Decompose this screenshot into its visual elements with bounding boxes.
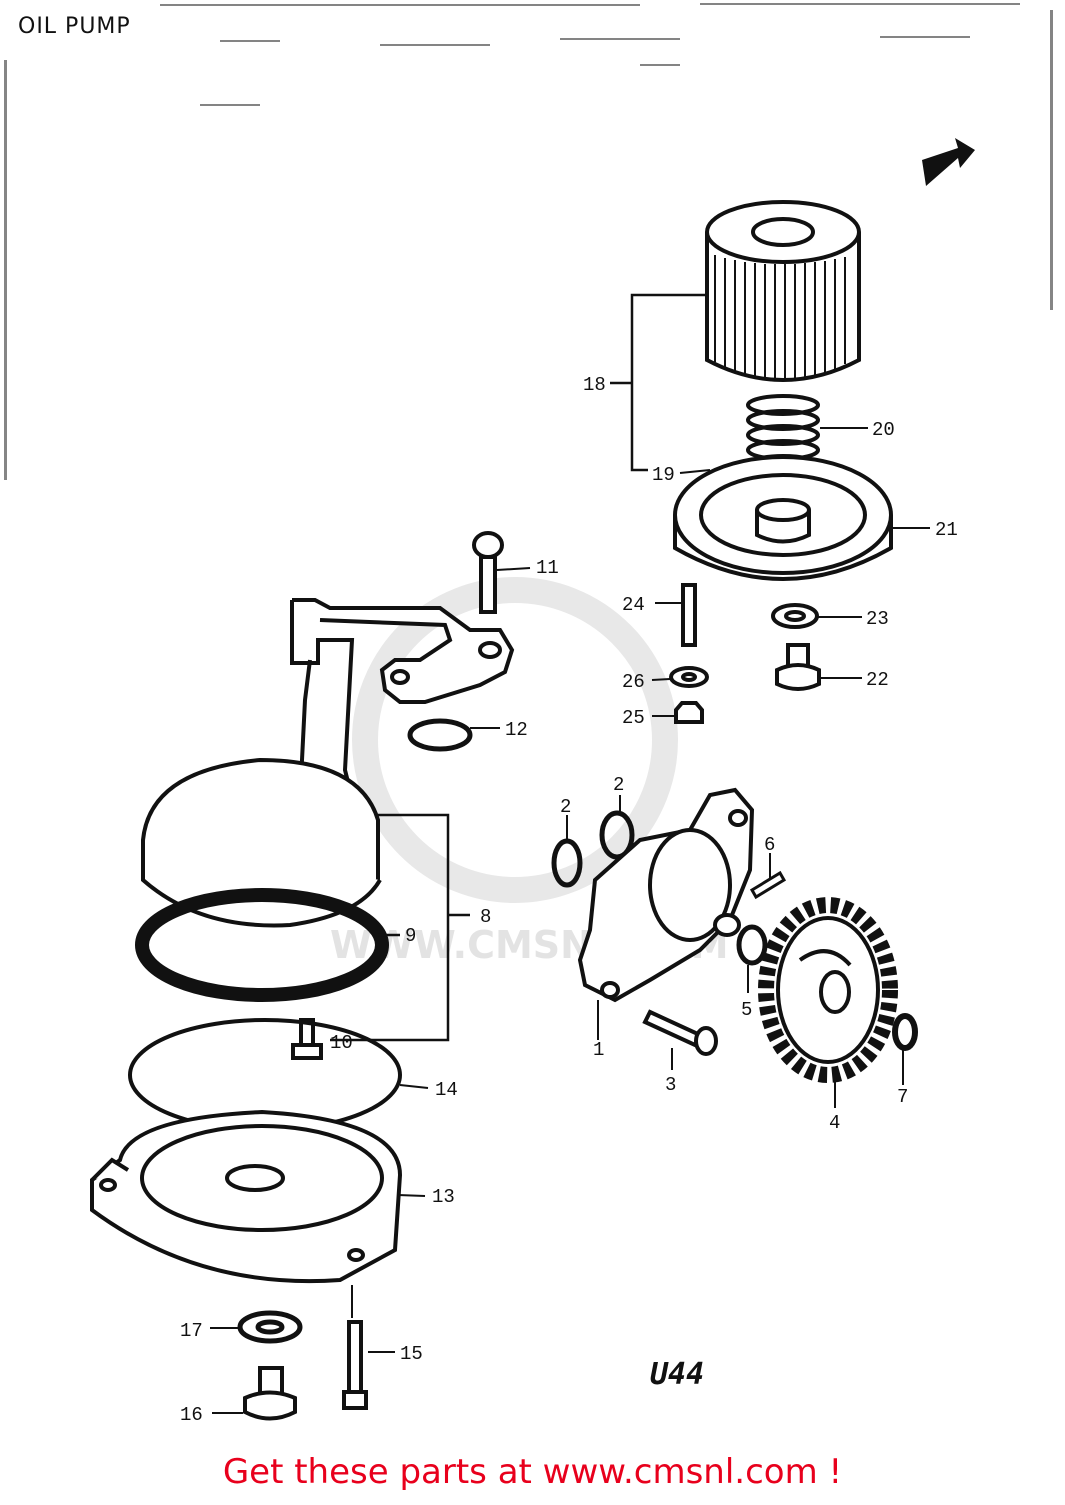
callout-12: 12 <box>505 719 528 741</box>
callout-11: 11 <box>536 557 559 579</box>
washer-5 <box>736 924 768 966</box>
screw-3 <box>642 1009 718 1056</box>
pin-6 <box>749 870 787 900</box>
screw-10 <box>291 1018 323 1060</box>
bolt-11 <box>472 531 504 614</box>
callout-26: 26 <box>622 671 645 693</box>
gasket-9 <box>135 888 389 1002</box>
page-title: OIL PUMP <box>18 14 131 39</box>
callout-4: 4 <box>829 1112 840 1134</box>
leader-lines <box>210 427 930 1414</box>
callout-1: 1 <box>593 1039 604 1061</box>
callout-23: 23 <box>866 608 889 630</box>
oil-pipe <box>290 598 515 803</box>
bolt-15 <box>342 1320 368 1410</box>
callout-9: 9 <box>405 925 416 947</box>
callout-14: 14 <box>435 1079 458 1101</box>
callout-labels: 1 2 2 3 4 5 6 7 8 9 10 11 12 13 14 15 16… <box>180 374 958 1426</box>
callout-22: 22 <box>866 669 889 691</box>
callout-2b: 2 <box>613 774 624 796</box>
callout-bracket-18 <box>610 293 706 472</box>
filter-cover-21 <box>673 455 893 581</box>
callout-17: 17 <box>180 1320 203 1342</box>
callout-5: 5 <box>741 999 752 1021</box>
plug-16 <box>243 1366 297 1421</box>
circlip-7 <box>892 1013 918 1051</box>
callout-8: 8 <box>480 906 491 928</box>
callout-25: 25 <box>622 707 645 729</box>
callout-24: 24 <box>622 594 645 616</box>
callout-2a: 2 <box>560 796 571 818</box>
o-ring-12 <box>407 718 473 752</box>
stud-24 <box>681 583 697 647</box>
washer-17 <box>237 1310 303 1344</box>
callout-18: 18 <box>583 374 606 396</box>
callout-13: 13 <box>432 1186 455 1208</box>
callout-bracket-8 <box>330 813 470 1042</box>
diagram-code: U44 <box>650 1357 705 1392</box>
o-rings-2 <box>551 810 635 888</box>
callout-20: 20 <box>872 419 895 441</box>
callout-6: 6 <box>764 834 775 856</box>
scan-noise <box>4 3 1053 480</box>
gear-4 <box>758 897 898 1083</box>
callout-19: 19 <box>652 464 675 486</box>
front-arrow-icon <box>922 138 975 186</box>
drain-plug-22 <box>775 643 821 691</box>
callout-3: 3 <box>665 1074 676 1096</box>
callout-21: 21 <box>935 519 958 541</box>
callout-7: 7 <box>897 1086 908 1108</box>
callout-10: 10 <box>330 1032 353 1054</box>
oil-pan-13 <box>90 1109 403 1284</box>
oil-filter-18 <box>705 200 861 382</box>
washer-26 <box>669 666 709 688</box>
parts-link[interactable]: Get these parts at www.cmsnl.com ! <box>222 1452 843 1492</box>
callout-15: 15 <box>400 1343 423 1365</box>
washer-23 <box>771 603 819 629</box>
nut-25 <box>674 701 704 724</box>
callout-16: 16 <box>180 1404 203 1426</box>
pump-body-1 <box>577 787 755 1003</box>
